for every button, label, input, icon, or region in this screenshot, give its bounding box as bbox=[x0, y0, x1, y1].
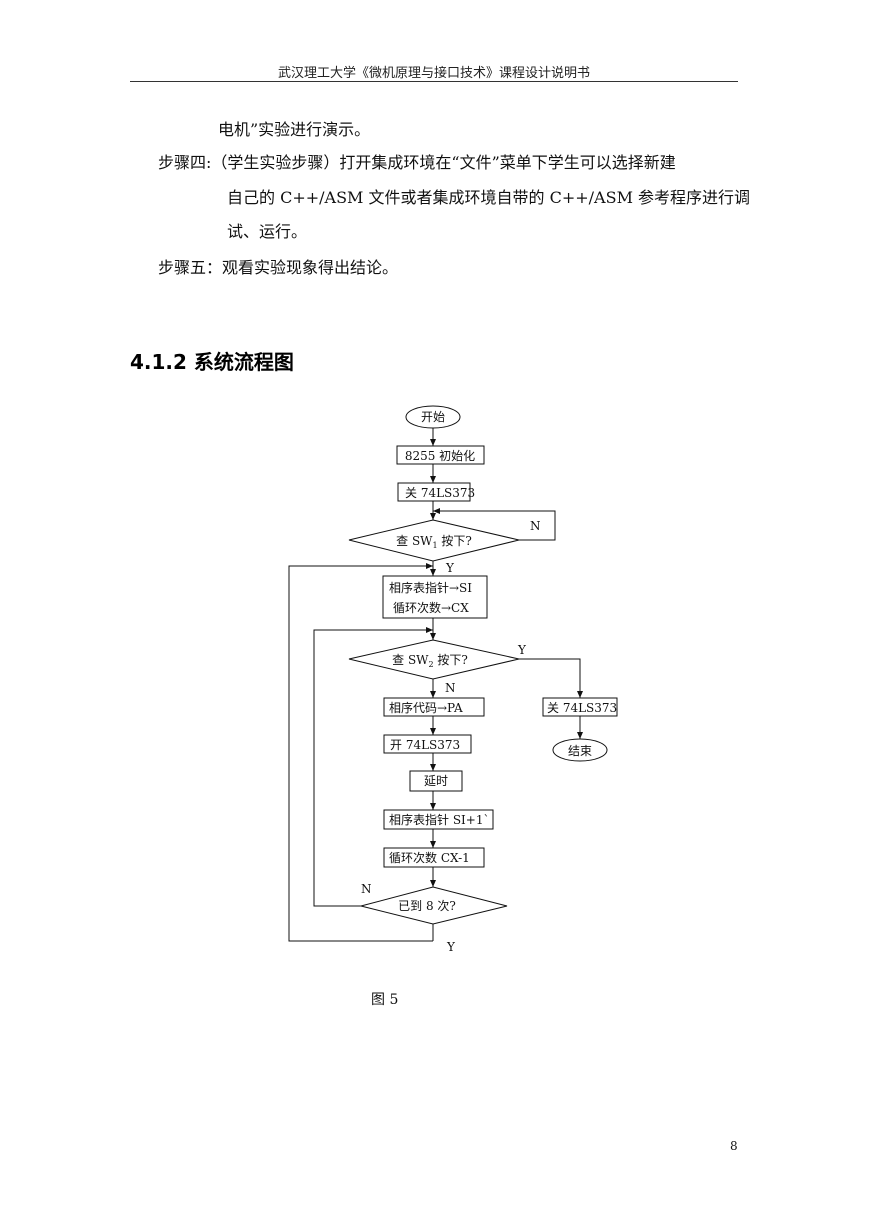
branch-label-n: N bbox=[361, 882, 372, 896]
open-latch-box bbox=[383, 734, 472, 754]
close-latch-end-label: 关 74LS373 bbox=[547, 701, 617, 715]
delay-box bbox=[409, 770, 463, 792]
check-sw2-text: 查 SW bbox=[392, 653, 429, 667]
step4-line: 自己的 C++/ASM 文件或者集成环境自带的 C++/ASM 参考程序进行调 bbox=[227, 188, 751, 207]
header-rule bbox=[130, 81, 738, 82]
pointer-increment-label: 相序表指针 SI+1` bbox=[389, 812, 489, 827]
delay-label: 延时 bbox=[424, 774, 448, 788]
init-label: 8255 初始化 bbox=[405, 449, 475, 463]
pointer-increment-box bbox=[383, 809, 494, 830]
end-label: 结束 bbox=[568, 744, 592, 758]
branch-label-y: Y bbox=[517, 643, 527, 657]
set-si-label: 相序表指针→SI bbox=[389, 580, 472, 595]
section-title: 4.1.2 系统流程图 bbox=[130, 350, 294, 374]
output-pa-box bbox=[383, 697, 485, 717]
check-sw1-label: 查 SW1 按下? bbox=[396, 534, 472, 550]
end-node bbox=[552, 738, 608, 762]
check-sw2-label: 查 SW2 按下? bbox=[392, 653, 468, 669]
check-eight-label: 已到 8 次? bbox=[398, 899, 456, 913]
counter-decrement-label: 循环次数 CX-1 bbox=[389, 850, 470, 865]
check-sw1-text-tail: 按下? bbox=[438, 534, 472, 548]
check-sw2-subscript: 2 bbox=[429, 660, 434, 669]
branch-label-y: Y bbox=[446, 940, 456, 954]
close-latch-box bbox=[397, 482, 471, 502]
check-sw1-subscript: 1 bbox=[433, 541, 438, 550]
step4-line: 步骤四:（学生实验步骤）打开集成环境在“文件”菜单下学生可以选择新建 bbox=[158, 153, 676, 172]
check-sw1-text: 查 SW bbox=[396, 534, 433, 548]
step4-line: 试、运行。 bbox=[227, 222, 308, 241]
paragraph-line: 电机”实验进行演示。 bbox=[218, 120, 371, 139]
open-latch-label: 开 74LS373 bbox=[390, 738, 460, 752]
init-box bbox=[396, 445, 485, 465]
page-number: 8 bbox=[730, 1139, 738, 1153]
running-header: 武汉理工大学《微机原理与接口技术》课程设计说明书 bbox=[277, 66, 590, 81]
set-cx-label: 循环次数→CX bbox=[393, 600, 469, 615]
output-pa-label: 相序代码→PA bbox=[389, 700, 463, 715]
start-label: 开始 bbox=[421, 410, 445, 424]
branch-label-n: N bbox=[530, 519, 541, 533]
check-sw2-text-tail: 按下? bbox=[434, 653, 468, 667]
step5-line: 步骤五：观看实验现象得出结论。 bbox=[158, 258, 399, 277]
init-pointer-box bbox=[382, 575, 488, 619]
close-latch-label: 关 74LS373 bbox=[405, 486, 475, 500]
counter-decrement-box bbox=[383, 847, 485, 868]
branch-label-y: Y bbox=[445, 561, 455, 575]
branch-label-n: N bbox=[445, 681, 456, 695]
figure-caption: 图 5 bbox=[371, 992, 399, 1008]
